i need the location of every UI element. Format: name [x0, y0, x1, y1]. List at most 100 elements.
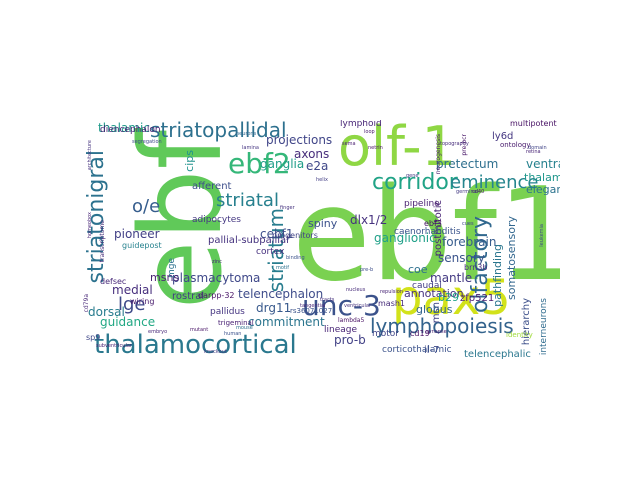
word-ganglionic: ganglionic	[374, 231, 436, 245]
word-topography: topography	[440, 141, 469, 147]
word-gene: gene	[406, 173, 419, 179]
word-lymphopoiesis: lymphopoiesis	[370, 314, 514, 338]
word-lambda5: lambda5	[338, 317, 365, 324]
word-sensory: sensory	[438, 251, 485, 265]
word-sema: sema	[342, 141, 356, 147]
word-thalamic: thalamic	[98, 121, 150, 135]
word-vertical-sm-1: architecture	[87, 140, 93, 171]
word-cues: cues	[462, 221, 474, 227]
word-ontology: ontology	[500, 141, 531, 149]
word-adipocytes: adipocytes	[192, 215, 241, 225]
word-mash1: mash1	[378, 299, 406, 308]
word-pallial-subpallial: pallial-subpallial	[208, 235, 289, 246]
word-subventricular: subventricular	[96, 343, 132, 349]
word-pipeline: pipeline	[404, 199, 440, 209]
word-mutant: mutant	[190, 327, 209, 333]
word-defsec: defsec	[100, 277, 127, 286]
word-pre-b: pre-b	[360, 267, 374, 273]
word-rs36071027: rs36071027	[290, 307, 333, 315]
word-motif: motif	[276, 265, 290, 271]
word-cd79a: cd79a	[83, 294, 90, 313]
word-lineage: lineage	[324, 325, 358, 335]
word-afferent: afferent	[192, 181, 232, 192]
word-netrin: netrin	[368, 145, 383, 151]
word-forebrain: forebrain	[442, 235, 497, 249]
word-spiny: spiny	[308, 217, 338, 230]
word-telencephalic: telencephalic	[464, 349, 531, 360]
word-germinal: germinal	[456, 189, 479, 195]
word-olf-1: olf-1	[338, 120, 456, 178]
word-cortex: cortex	[256, 247, 285, 257]
word-lge: lge	[118, 294, 146, 315]
word-diencephalon: diencephalon	[100, 125, 161, 135]
word-telencephalon: telencephalon	[238, 287, 324, 301]
word-somatosensory: somatosensory	[505, 216, 518, 300]
word-thalamus: thalamus	[524, 171, 560, 184]
word-vertical-sm-2: homeobox	[87, 212, 93, 239]
word-pallidus: pallidus	[210, 307, 245, 317]
word-motor: motor	[372, 329, 400, 339]
word-guidance: guidance	[100, 315, 156, 329]
word-binding: binding	[286, 255, 305, 261]
word-pretectum: pretectum	[436, 157, 499, 171]
word-multipotent: multipotent	[510, 120, 557, 128]
word-mouse: mouse	[236, 325, 253, 331]
word-axons: axons	[294, 147, 330, 161]
word-zfp521: zfp521	[460, 293, 495, 304]
word-trigeminal: trigeminal	[218, 319, 254, 327]
word-msns: msns	[150, 271, 180, 284]
word-lymphoid: lymphoid	[340, 120, 382, 129]
word-globus: globus	[416, 303, 453, 316]
word-mge: mge	[167, 258, 177, 279]
word-segregation: segregation	[132, 139, 162, 145]
word-ventral: ventral	[526, 157, 560, 171]
word-dlx1-2: dlx1/2	[350, 213, 388, 227]
word-loop: loop	[364, 129, 375, 135]
word-interneurons: interneurons	[539, 298, 549, 356]
word-finger: finger	[280, 205, 295, 211]
word-coe: coe	[408, 263, 428, 276]
word-tracts: tracts	[320, 297, 335, 303]
word-identity: identity	[506, 331, 533, 339]
word-retina: retina	[526, 149, 541, 155]
word-projections: projections	[266, 133, 333, 147]
word-embryo: embryo	[148, 329, 168, 335]
word-knockout: knockout	[204, 349, 227, 355]
word-cd19: cd19	[410, 329, 430, 338]
word-ventricular: ventricular	[344, 303, 372, 309]
word-tangential: tangential	[300, 303, 326, 309]
word-guidepost: guidepost	[122, 241, 162, 250]
word-ly6d: ly6d	[492, 131, 514, 142]
word-plasmacytoma: plasmacytoma	[172, 271, 261, 285]
word-wiring: wiring	[130, 297, 155, 306]
word-zinc: zinc	[212, 259, 222, 265]
word-pioneer: pioneer	[114, 227, 160, 241]
word-striatal: striatal	[216, 190, 279, 211]
word-medial: medial	[112, 283, 153, 297]
word-caudal: caudal	[412, 281, 442, 291]
word-ebf2: ebf2	[228, 147, 291, 180]
word-repulsion: repulsion	[380, 289, 403, 295]
word-rostral: rostral	[172, 291, 205, 302]
word-b29: b29	[438, 291, 459, 304]
word-brn3b: brn3b	[464, 263, 488, 272]
word-il-7: il-7	[424, 345, 440, 356]
word-cips: cips	[183, 150, 196, 172]
word-caenorhabditis: caenorhabditis	[394, 227, 461, 237]
word-annotation: annotation	[404, 287, 464, 300]
word-domain: domain	[528, 145, 547, 151]
word-darpp-32: darpp-32	[198, 291, 235, 300]
word-striatopallidal: striatopallidal	[150, 120, 287, 142]
word-eminence: eminence	[450, 172, 539, 193]
word-unc-3: unc-3	[302, 289, 381, 322]
word-helix: helix	[316, 177, 328, 183]
word-synapse: synapse	[426, 329, 447, 335]
word-o-e: o/e	[132, 196, 161, 217]
word-vertical-sm-3: leukemia	[539, 224, 545, 247]
word-neurons: neurons	[236, 131, 257, 137]
word-ebf1: ebf1	[292, 161, 560, 310]
word-thalamocortical: thalamocortical	[94, 330, 297, 360]
word-dorsal: dorsal	[88, 305, 125, 319]
